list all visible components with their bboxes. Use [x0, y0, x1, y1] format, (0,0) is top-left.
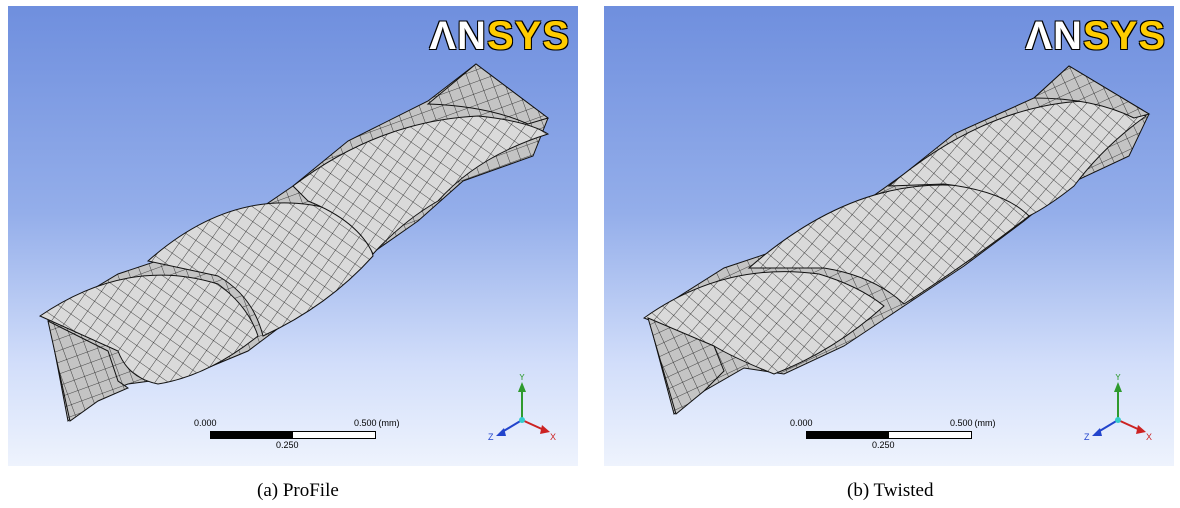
- scale-mid-label: 0.250: [276, 440, 299, 450]
- scale-bar-graphic: [210, 431, 376, 439]
- x-axis-line: [1117, 419, 1141, 431]
- viewport-twisted[interactable]: ΛNSYS 0.000 0.500(mm) 0.250 Y X Z: [604, 6, 1174, 466]
- axis-triad-icon[interactable]: Y X Z: [1082, 374, 1154, 446]
- logo-part-1: ΛN: [429, 14, 487, 58]
- scale-start-label: 0.000: [194, 418, 217, 428]
- z-axis-line: [1097, 419, 1119, 433]
- z-axis-label: Z: [1084, 432, 1090, 442]
- triad-origin: [1115, 417, 1121, 423]
- scale-bar: 0.000 0.500(mm) 0.250: [194, 418, 454, 458]
- scale-unit: (mm): [974, 418, 996, 428]
- scale-bar: 0.000 0.500(mm) 0.250: [790, 418, 1050, 458]
- caption-profile: (a) ProFile: [257, 480, 339, 501]
- triad-origin: [519, 417, 525, 423]
- x-axis-arrow: [1136, 425, 1146, 434]
- z-axis-label: Z: [488, 432, 494, 442]
- scale-bar-black-segment: [211, 432, 293, 438]
- axis-triad-icon[interactable]: Y X Z: [486, 374, 558, 446]
- x-axis-label: X: [550, 432, 556, 442]
- scale-start-label: 0.000: [790, 418, 813, 428]
- scale-unit: (mm): [378, 418, 400, 428]
- scale-bar-black-segment: [807, 432, 889, 438]
- y-axis-arrow: [518, 382, 526, 392]
- x-axis-arrow: [540, 425, 550, 434]
- scale-bar-graphic: [806, 431, 972, 439]
- scale-mid-label: 0.250: [872, 440, 895, 450]
- z-axis-arrow: [496, 428, 506, 436]
- x-axis-line: [521, 419, 545, 431]
- ansys-logo: ΛNSYS: [429, 16, 570, 56]
- logo-part-2: SYS: [1082, 14, 1166, 58]
- logo-part-1: ΛN: [1025, 14, 1083, 58]
- logo-part-2: SYS: [486, 14, 570, 58]
- drill-mesh-model[interactable]: [604, 6, 1174, 466]
- scale-end-label: 0.500(mm): [354, 418, 400, 428]
- scale-end-value: 0.500: [950, 418, 973, 428]
- y-axis-label: Y: [1115, 374, 1121, 382]
- z-axis-arrow: [1092, 428, 1102, 436]
- viewport-profile[interactable]: ΛNSYS 0.000 0.500(mm) 0.250 Y X Z: [8, 6, 578, 466]
- y-axis-arrow: [1114, 382, 1122, 392]
- y-axis-label: Y: [519, 374, 525, 382]
- scale-end-label: 0.500(mm): [950, 418, 996, 428]
- x-axis-label: X: [1146, 432, 1152, 442]
- drill-mesh-model[interactable]: [8, 6, 578, 466]
- ansys-logo: ΛNSYS: [1025, 16, 1166, 56]
- scale-end-value: 0.500: [354, 418, 377, 428]
- caption-twisted: (b) Twisted: [847, 480, 934, 501]
- z-axis-line: [501, 419, 523, 433]
